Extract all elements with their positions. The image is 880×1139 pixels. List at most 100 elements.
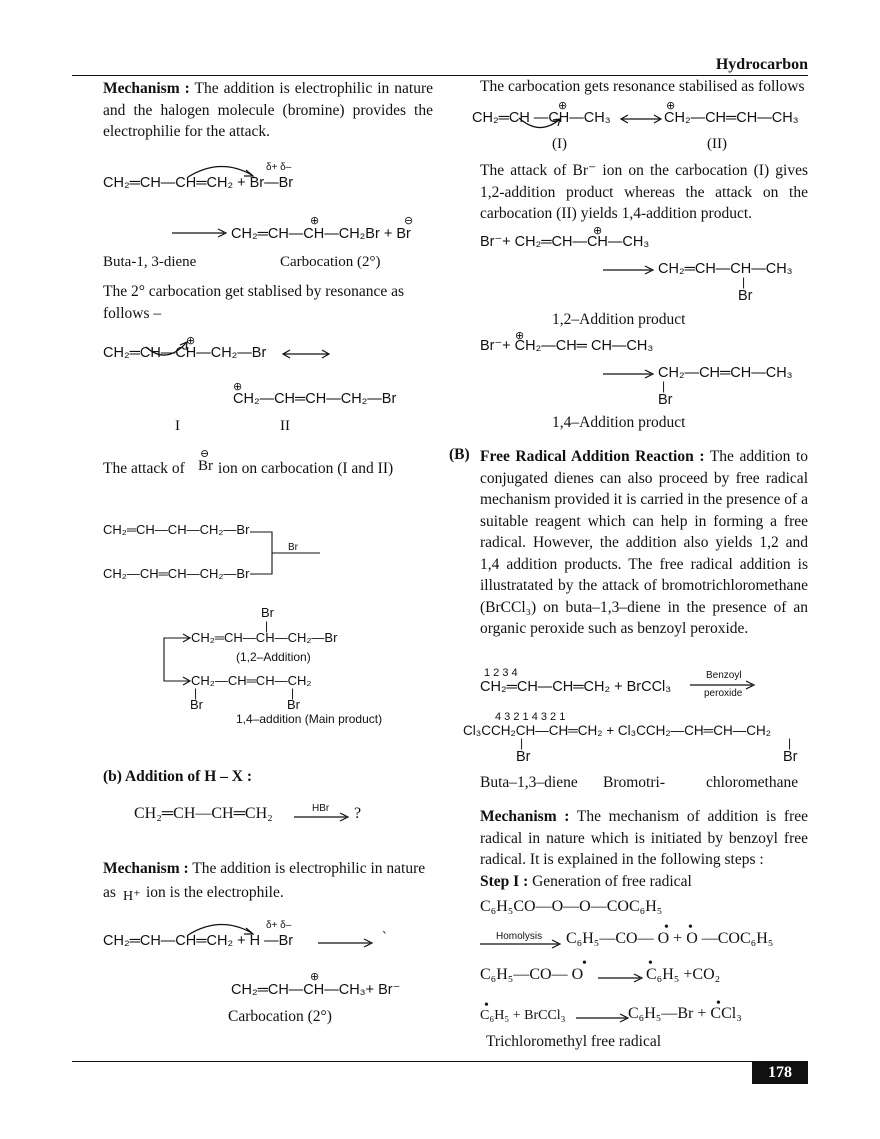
homolysis-product: C₆H₅—CO— O + O —COC₆H₅ [566, 930, 774, 947]
radical-dot-4: • [648, 956, 653, 971]
label-carbocation: Carbocation (2°) [280, 254, 381, 270]
mechanism-paragraph-1: Mechanism : The addition is electrophili… [103, 80, 433, 140]
resonance-intro: The carbocation gets resonance stabilise… [480, 78, 805, 95]
resonance-curved-arrow [145, 341, 188, 356]
attack-br: Br [198, 458, 213, 474]
box2-br-right: Br [287, 697, 300, 712]
box2-bond-right: | [291, 686, 295, 700]
eq1-curved-arrow [187, 165, 255, 178]
fr-bond-1: | [520, 736, 524, 750]
eq14-product: CH₂—CH═CH—CH₃ [658, 365, 793, 381]
mechanism-paragraph-3: Mechanism : The mechanism of addition is… [480, 808, 808, 868]
fr-numbering: 1 2 3 4 [484, 667, 518, 679]
final-label: Trichloromethyl free radical [486, 1033, 662, 1050]
eq12-plus-charge: ⊕ [593, 225, 603, 237]
fr-bond-2: | [788, 736, 792, 750]
eq14-plus-charge: ⊕ [515, 330, 525, 342]
fr-reagent-1: Benzoyl [706, 670, 742, 681]
resonance-left-structure: CH₂═CH —CH—CH₃ [472, 110, 611, 126]
eq14-br: Br [658, 392, 673, 408]
page-header-title: Hydrocarbon [715, 56, 808, 73]
resonance-structure-II: CH₂—CH═CH—CH₂—Br [233, 391, 397, 407]
fr-label-bromotri: Bromotri- [603, 774, 665, 791]
section-b-heading: (b) Addition of H – X : [103, 768, 252, 785]
box2-br-left: Br [190, 697, 203, 712]
eq14-label: 1,4–Addition product [552, 414, 686, 431]
attack-br-charge: ⊖ [200, 448, 210, 460]
eq2-product: CH₂═CH—CH—CH₃+ Br⁻ [231, 982, 401, 998]
res-right-curved-arrow [518, 117, 561, 129]
eq2-curved-arrow [187, 923, 255, 936]
attack-paragraph: The attack of Br⁻ ion on the carbocation… [480, 162, 808, 222]
eq12-reaction-arrow [603, 265, 655, 275]
eq1-reactant: CH₂═CH—CH═CH₂ + Br—Br [103, 175, 294, 191]
hx-reaction-arrow [294, 812, 350, 822]
mech2-as: as [103, 884, 116, 901]
box2-br-top: Br [261, 605, 274, 620]
attack-text-end: ion on carbocation (I and II) [218, 460, 394, 477]
resonance-structure-I: CH₂═CH—CH—CH₂—Br [103, 345, 267, 361]
resonance-paragraph: The 2° carbocation get stablised by reso… [103, 283, 405, 322]
decarboxylation-left: C₆H₅—CO— O [480, 966, 584, 983]
label-res-I: (I) [552, 136, 567, 152]
attack-text-start: The attack of [103, 460, 185, 477]
resonance-double-arrow [281, 349, 331, 359]
res-right-double-arrow [619, 114, 663, 124]
box2-bond-top: | [265, 619, 269, 633]
eq12-label: 1,2–Addition product [552, 311, 686, 328]
mechanism-paragraph-2: Mechanism : The addition is electrophili… [103, 860, 426, 877]
free-radical-paragraph: Free Radical Addition Reaction : The add… [480, 448, 808, 637]
eq14-reactant: Br⁻+ CH₂—CH═ CH—CH₃ [480, 338, 654, 354]
box1-reagent: Br [288, 542, 298, 553]
radical-dot-3: • [582, 956, 587, 971]
resonance-right-structure: CH₂—CH═CH—CH₃ [664, 110, 799, 126]
fr-reagent-2: peroxide [704, 688, 743, 699]
eq2-partial-charges: δ+ δ– [266, 920, 292, 931]
eq2-tick: ` [382, 930, 387, 946]
fr-reactant: CH₂═CH—CH═CH₂ + BrCCl₃ [480, 679, 672, 695]
eq12-bond: | [742, 275, 746, 289]
benzoyl-peroxide: C₆H₅CO—O—O—COC₆H₅ [480, 898, 663, 915]
fr-product-numbering: 4 3 2 1 4 3 2 1 [495, 711, 566, 723]
eq2-plus-charge: ⊕ [310, 971, 320, 983]
box1-structure-1: CH₂═CH—CH—CH₂—Br [103, 522, 250, 537]
box2-bond-left: | [194, 686, 198, 700]
fr-reaction-arrow [690, 680, 756, 690]
label-I: I [175, 418, 180, 434]
decarboxylation-arrow [598, 973, 644, 983]
res-plus-charge-1: ⊕ [186, 335, 196, 347]
eq2-label: Carbocation (2°) [228, 1008, 332, 1025]
eq12-product: CH₂═CH—CH—CH₃ [658, 261, 793, 277]
fr-label-butadiene: Buta–1,3–diene [480, 774, 578, 791]
decarboxylation-right: C₆H₅ +CO₂ [646, 966, 721, 983]
eq1-minus-charge: ⊖ [404, 215, 414, 227]
hx-reactant: CH₂═CH—CH═CH₂ [134, 805, 273, 822]
step-1: Step I : Generation of free radical [480, 873, 692, 890]
hx-reagent: HBr [312, 803, 330, 814]
label-II: II [280, 418, 290, 434]
box2-branch-arrows [163, 633, 192, 686]
header-rule [72, 75, 808, 76]
fr-label-chloromethane: chloromethane [706, 774, 799, 791]
label-res-II: (II) [707, 136, 727, 152]
radical-dot-5: • [484, 998, 489, 1013]
eq2-reaction-arrow [318, 938, 374, 948]
eq14-bond: | [662, 379, 666, 393]
final-arrow [576, 1013, 630, 1023]
final-right: C₆H₅—Br + CCl₃ [628, 1005, 742, 1022]
eq2-reactant: CH₂═CH—CH═CH₂ + H —Br [103, 933, 294, 949]
eq1-product: CH₂═CH—CH—CH₂Br + Br [231, 226, 411, 242]
fr-br-1: Br [516, 749, 531, 765]
footer-rule [72, 1061, 808, 1062]
page-number: 178 [752, 1062, 808, 1084]
section-B-label: (B) [449, 446, 470, 463]
box1-bracket [250, 531, 320, 575]
eq1-partial-charges: δ+ δ– [266, 162, 292, 173]
res-right-plus-1: ⊕ [558, 100, 568, 112]
fr-br-2: Br [783, 749, 798, 765]
eq12-br: Br [738, 288, 753, 304]
radical-dot-6: • [716, 996, 721, 1011]
mech2-h-ion: H⁺ [123, 889, 141, 904]
radical-dot-2: • [688, 920, 693, 935]
radical-dot-1: • [664, 920, 669, 935]
